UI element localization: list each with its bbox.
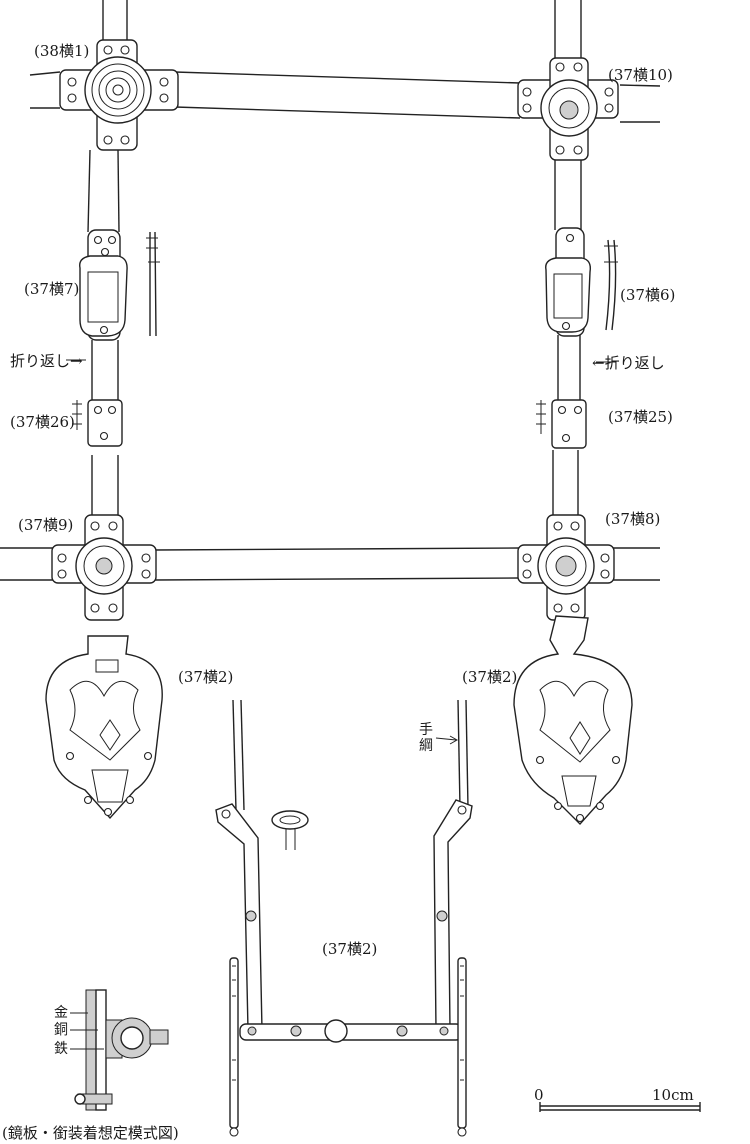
strap-end-37-26: [72, 399, 123, 447]
cross-fitting-37-10: [517, 57, 619, 161]
label-37-9: (37横9): [18, 516, 74, 534]
scale-label-ten: 10cm: [652, 1086, 694, 1104]
label-37-2-left: (37横2): [178, 668, 234, 686]
cross-fitting-37-8: [517, 514, 615, 621]
schematic-caption: (鏡板・銜装着想定模式図): [2, 1124, 179, 1142]
cheek-plate-left: [45, 635, 163, 820]
reins: [232, 699, 469, 811]
label-38-1: (38横1): [34, 42, 90, 60]
scale-bar: [539, 1102, 701, 1112]
label-37-6: (37横6): [620, 286, 676, 304]
label-37-25: (37横25): [608, 408, 673, 426]
fold-arrows: [66, 359, 616, 363]
strap-top-horizontal: [29, 71, 661, 123]
label-fold-right: ←折り返し: [592, 354, 665, 372]
snaffle-bit: [215, 799, 473, 1137]
strap-middle-horizontal: [0, 547, 660, 581]
buckle-37-7: [79, 229, 160, 341]
label-fold-left: 折り返し→: [10, 352, 83, 370]
buckle-37-6: [545, 227, 618, 337]
cross-fitting-38-1: [59, 39, 179, 151]
label-reins: 手綱: [419, 722, 433, 754]
label-37-2-right: (37横2): [462, 668, 518, 686]
strap-end-37-25: [536, 399, 587, 449]
label-37-7: (37横7): [24, 280, 80, 298]
cheek-plate-right: [513, 615, 633, 826]
label-37-2-bit: (37横2): [322, 940, 378, 958]
strap-left-upper: [87, 0, 128, 515]
label-37-10: (37横10): [608, 66, 673, 84]
label-37-26: (37横26): [10, 413, 75, 431]
label-metal-copper: 銅: [54, 1022, 68, 1038]
cross-fitting-37-9: [51, 514, 157, 621]
schematic-cross-section: [70, 989, 169, 1111]
strap-right-upper: [552, 0, 582, 515]
label-37-8: (37横8): [605, 510, 661, 528]
scale-label-zero: 0: [534, 1086, 544, 1104]
label-metal-iron: 鉄: [54, 1041, 68, 1057]
label-metal-gold: 金: [54, 1005, 68, 1021]
